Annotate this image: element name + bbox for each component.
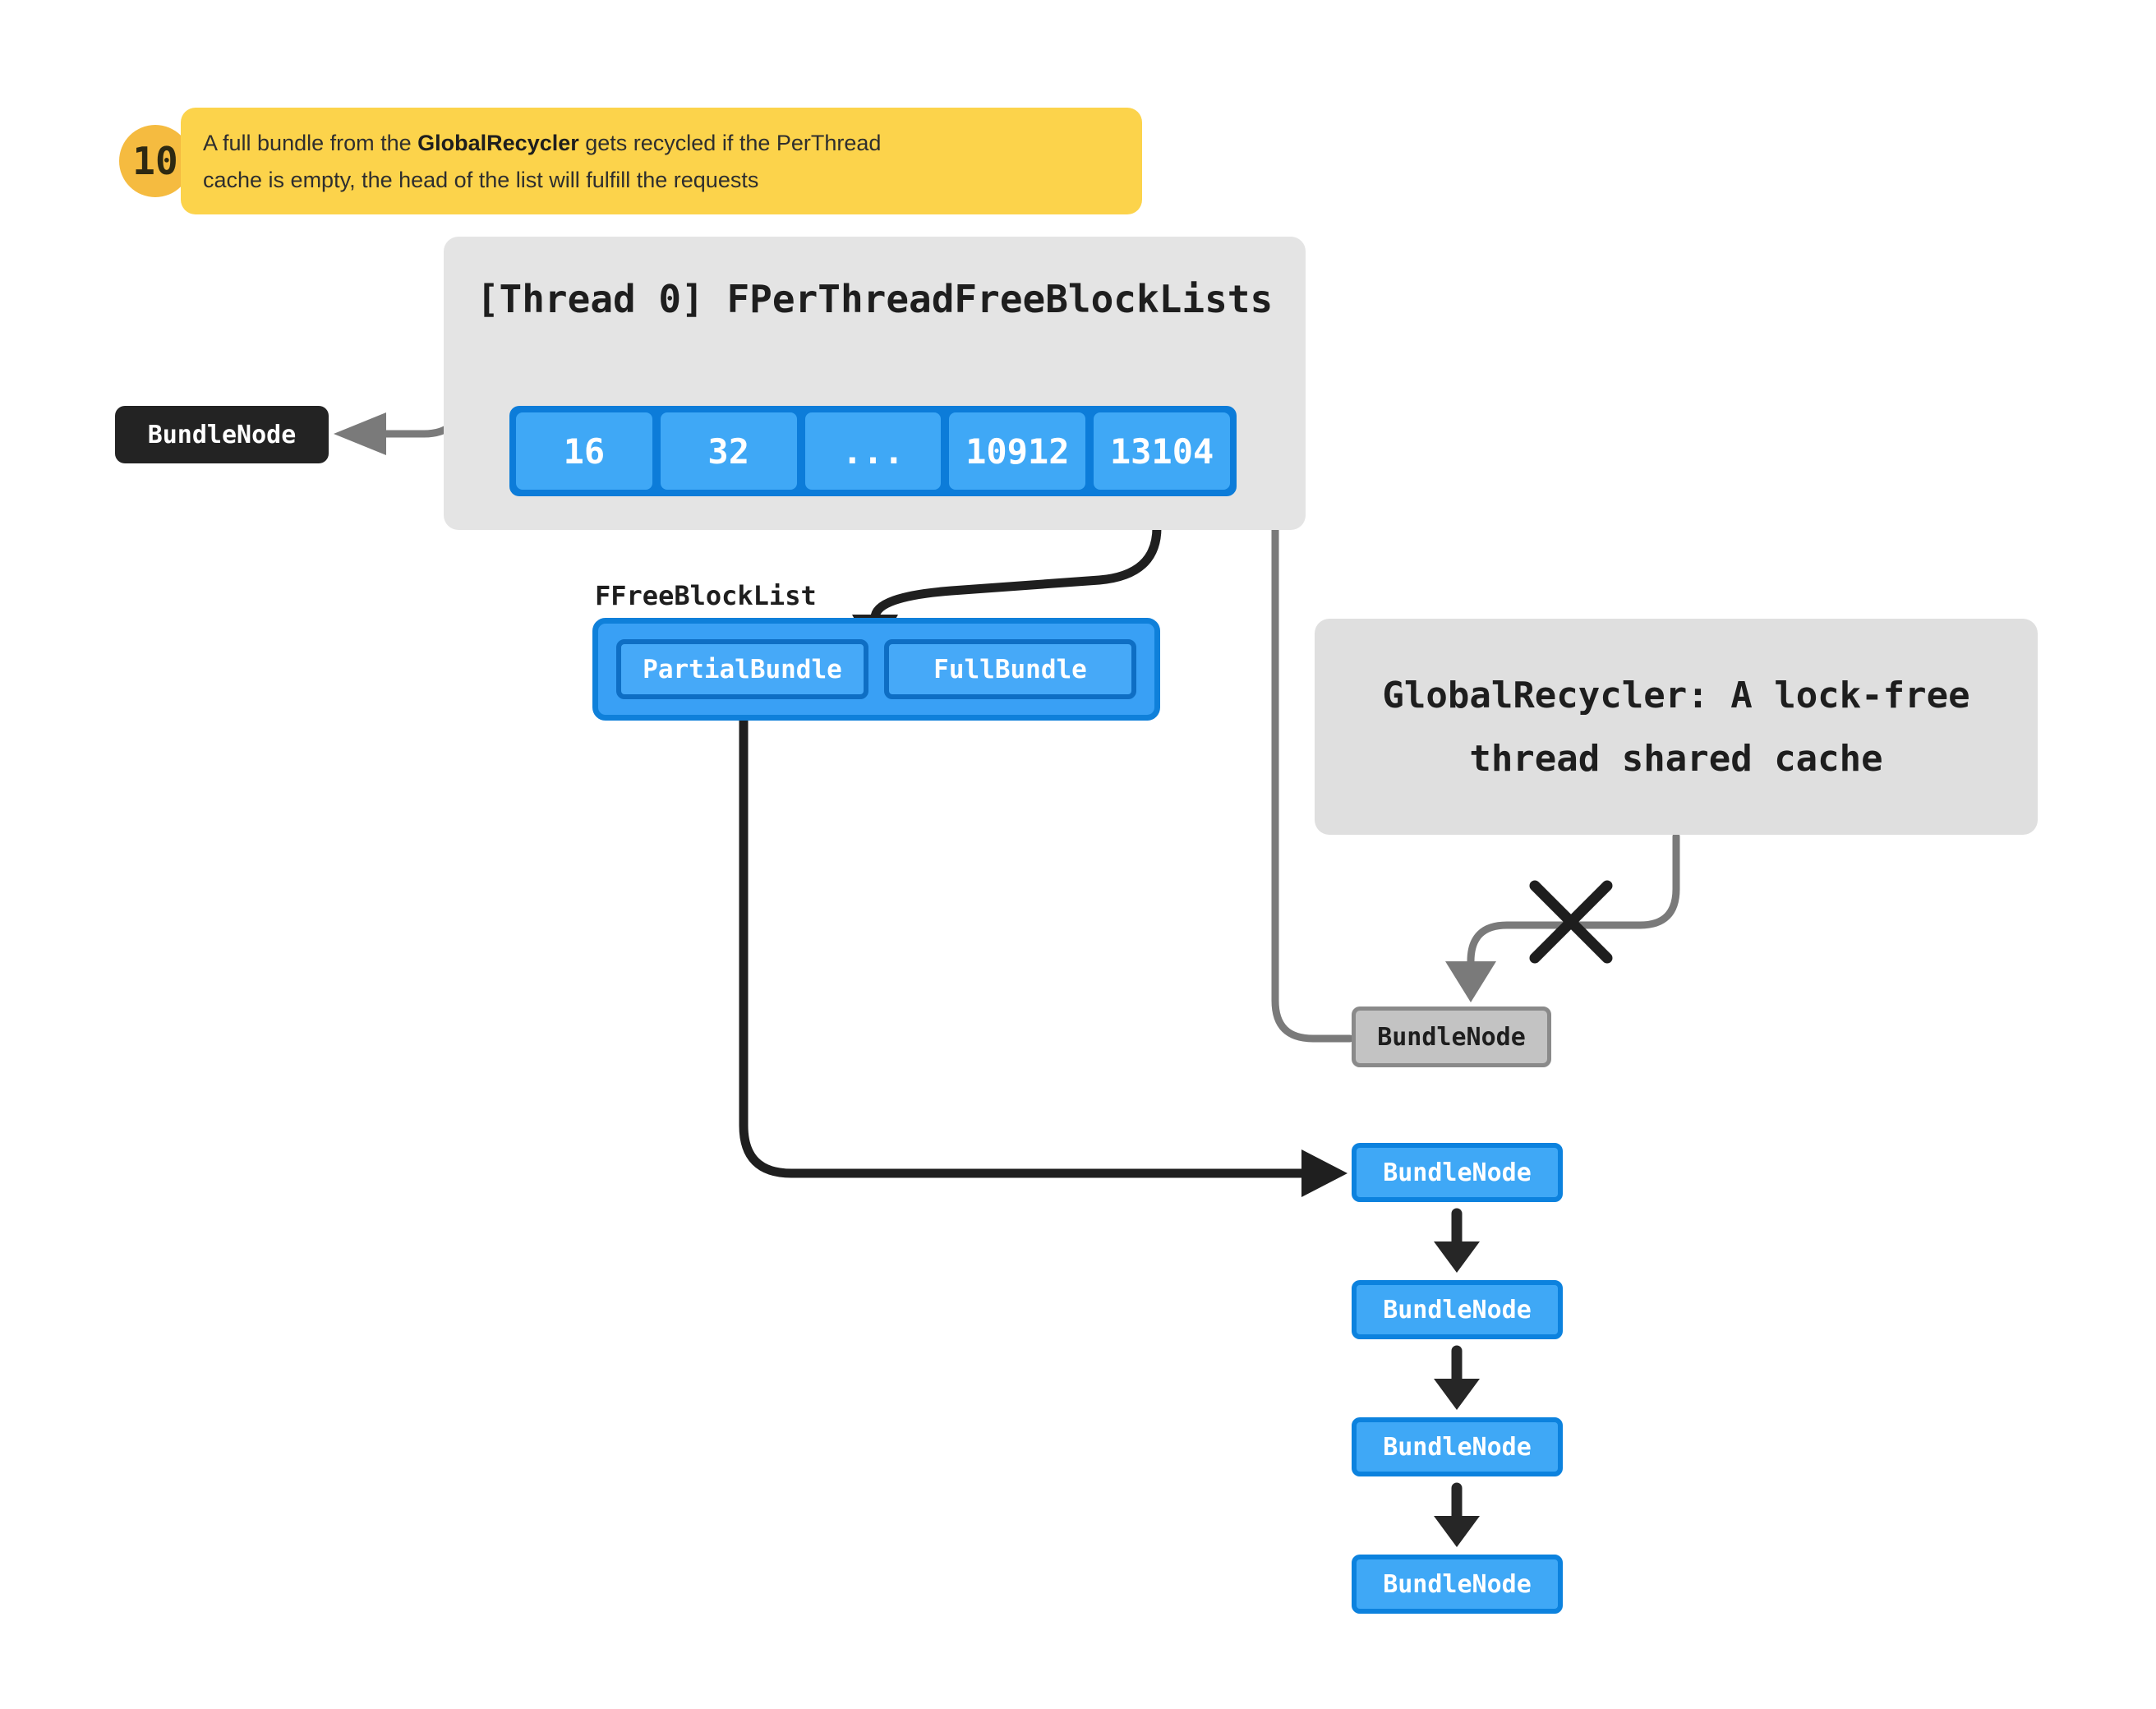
size-class-cell-16: 16 [516,412,652,490]
bundle-node-gray: BundleNode [1352,1007,1551,1067]
annotation-line1: A full bundle from the GlobalRecycler ge… [203,125,1117,162]
size-class-cell-10912: 10912 [949,412,1086,490]
size-class-cell-32: 32 [660,412,797,490]
size-class-array: 16 32 ... 10912 13104 [509,406,1237,496]
annotation-line1-bold: GlobalRecycler [417,131,579,155]
recycler-blocked-connector [1467,832,1680,979]
bundle-node-chain-1: BundleNode [1352,1143,1563,1202]
bundle-node-chain-4: BundleNode [1352,1555,1563,1614]
annotation-note: A full bundle from the GlobalRecycler ge… [181,108,1142,214]
annotation-line1-post: gets recycled if the PerThread [578,131,882,155]
global-recycler-line1: GlobalRecycler: A lock-free [1382,674,1970,716]
global-recycler-line2: thread shared cache [1469,737,1883,780]
chain-head-arrowhead [1301,1149,1348,1197]
thread-panel: [Thread 0] FPerThreadFreeBlockLists 16 3… [444,237,1306,530]
annotation-line1-pre: A full bundle from the [203,131,418,155]
partial-bundle-box: PartialBundle [616,639,868,699]
bundle-node-black: BundleNode [115,406,329,463]
full-bundle-box: FullBundle [884,639,1136,699]
annotation-line2: cache is empty, the head of the list wil… [203,168,759,192]
partial-to-chain-connector [739,698,1308,1178]
ffreeblocklist-box: PartialBundle FullBundle [592,618,1160,721]
bundle-node-chain-2: BundleNode [1352,1280,1563,1339]
size-class-cell-ellipsis: ... [804,412,942,490]
ffreeblocklist-label: FFreeBlockList [595,580,817,611]
global-recycler-box: GlobalRecycler: A lock-free thread share… [1315,619,2038,835]
step-number-badge: 10 [119,125,191,197]
x-mark-icon [1529,880,1613,964]
size-class-cell-13104: 13104 [1094,412,1230,490]
recycler-arrowhead [1445,961,1496,1002]
thread-panel-title: [Thread 0] FPerThreadFreeBlockLists [476,277,1274,321]
left-arrowhead [334,412,386,455]
bundle-node-chain-3: BundleNode [1352,1417,1563,1476]
